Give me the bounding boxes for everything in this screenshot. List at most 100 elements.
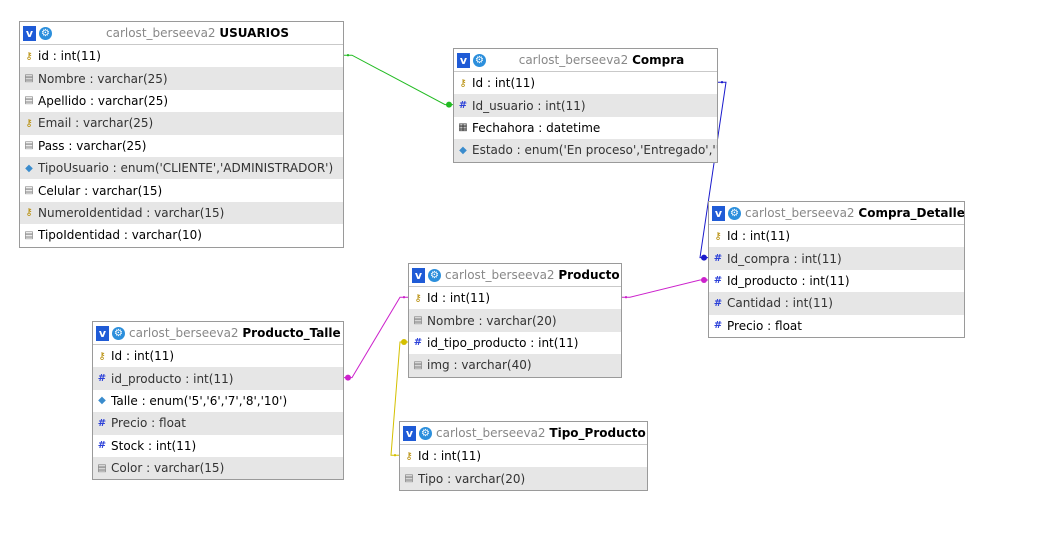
column-row[interactable]: ▤Apellido : varchar(25) (20, 90, 343, 112)
column-row[interactable]: #Id_compra : int(11) (709, 247, 964, 270)
column-row[interactable]: ⚷Id : int(11) (454, 72, 717, 94)
relation-target-marker (347, 54, 349, 57)
table-title: carlost_berseeva2 Producto (441, 268, 621, 282)
column-row[interactable]: ▤Tipo : varchar(20) (400, 467, 647, 490)
gear-icon[interactable]: ⚙ (419, 426, 432, 440)
table-name: Producto (558, 268, 620, 282)
text-field-icon: ▤ (97, 462, 107, 474)
database-name: carlost_berseeva2 (129, 326, 239, 340)
table-header[interactable]: v⚙carlost_berseeva2 Tipo_Producto (400, 422, 647, 445)
column-label: Nombre : varchar(20) (427, 313, 557, 328)
table-header[interactable]: v⚙ carlost_berseeva2 Compra_Detalle (709, 202, 964, 225)
column-row[interactable]: ▤Celular : varchar(15) (20, 179, 343, 201)
column-label: Email : varchar(25) (38, 116, 154, 131)
column-label: Cantidad : int(11) (727, 296, 833, 311)
version-badge-icon[interactable]: v (412, 267, 425, 283)
relation-endpoint-dot (701, 254, 707, 261)
column-row[interactable]: # Stock : int(11) (93, 435, 343, 457)
table-header[interactable]: v⚙carlost_berseeva2 Compra (454, 49, 717, 72)
version-badge-icon[interactable]: v (403, 425, 416, 441)
key-icon: ⚷ (25, 50, 33, 62)
column-row[interactable]: ◆TipoUsuario : enum('CLIENTE','ADMINISTR… (20, 156, 343, 180)
table-usuarios[interactable]: v⚙carlost_berseeva2 USUARIOS⚷id : int(11… (19, 21, 344, 248)
column-row[interactable]: ⚷NumeroIdentidad : varchar(15) (20, 201, 343, 225)
relation-endpoint-dot (401, 339, 407, 345)
column-label: Pass : varchar(25) (38, 138, 147, 153)
database-name: carlost_berseeva2 (745, 206, 855, 220)
column-row[interactable]: ◆Estado : enum('En proceso','Entregado',… (454, 139, 717, 162)
key-icon: ⚷ (98, 350, 106, 362)
number-field-icon: # (97, 417, 107, 429)
table-name: Compra_Detalle (858, 206, 964, 220)
column-row[interactable]: ⚷Id : int(11) (409, 287, 621, 309)
table-header[interactable]: v⚙carlost_berseeva2 Producto (409, 264, 621, 287)
column-row[interactable]: #Cantidad : int(11) (709, 292, 964, 315)
column-label: Stock : int(11) (111, 438, 197, 453)
column-label: img : varchar(40) (427, 358, 532, 373)
column-label: Id : int(11) (111, 349, 175, 364)
version-badge-icon[interactable]: v (23, 25, 36, 41)
column-row[interactable]: #id_producto : int(11) (93, 367, 343, 390)
column-label: Apellido : varchar(25) (38, 93, 169, 108)
column-label: TipoIdentidad : varchar(10) (38, 228, 202, 243)
relation-target-marker (721, 81, 723, 84)
relation-target-marker (394, 454, 396, 457)
gear-icon[interactable]: ⚙ (39, 26, 52, 40)
column-row[interactable]: ⚷Email : varchar(25) (20, 112, 343, 135)
gear-icon[interactable]: ⚙ (473, 53, 486, 67)
column-row[interactable]: ⚷ Id : int(11) (400, 445, 647, 467)
table-title: carlost_berseeva2 Producto_Talle (125, 326, 343, 340)
column-row[interactable]: ▤ img : varchar(40) (409, 354, 621, 377)
number-field-icon: # (413, 337, 423, 349)
column-row[interactable]: #Precio : float (709, 315, 964, 337)
version-badge-icon[interactable]: v (712, 205, 725, 221)
column-label: Fechahora : datetime (472, 120, 601, 135)
enum-icon: ◆ (25, 162, 33, 174)
database-name: carlost_berseeva2 (106, 26, 216, 40)
column-row[interactable]: ⚷id : int(11) (20, 45, 343, 67)
column-row[interactable]: #Id_producto : int(11) (709, 270, 964, 292)
column-label: Id_compra : int(11) (727, 251, 842, 266)
key-icon: ⚷ (25, 207, 33, 219)
text-field-icon: ▤ (24, 73, 34, 85)
text-field-icon: ▤ (24, 140, 34, 152)
column-row[interactable]: #id_tipo_producto : int(11) (409, 332, 621, 354)
column-row[interactable]: ◆Talle : enum('5','6','7','8','10') (93, 390, 343, 412)
column-row[interactable]: ▤Nombre : varchar(20) (409, 309, 621, 332)
version-badge-icon[interactable]: v (96, 325, 109, 341)
relation-line (622, 279, 708, 298)
version-badge-icon[interactable]: v (457, 52, 470, 68)
number-field-icon: # (97, 440, 107, 452)
gear-icon[interactable]: ⚙ (428, 268, 441, 282)
key-icon: ⚷ (459, 77, 467, 89)
column-row[interactable]: ▤Nombre : varchar(25) (20, 67, 343, 90)
column-row[interactable]: ⚷ Id : int(11) (93, 345, 343, 367)
key-icon: ⚷ (414, 292, 422, 304)
column-row[interactable]: ⚷Id : int(11) (709, 225, 964, 247)
column-label: Precio : float (727, 318, 802, 333)
key-icon: ⚷ (405, 450, 413, 462)
column-row[interactable]: ▦Fechahora : datetime (454, 117, 717, 139)
relation-endpoint-dot (446, 101, 452, 108)
column-row[interactable]: #Precio : float (93, 412, 343, 435)
text-field-icon: ▤ (404, 473, 414, 485)
table-header[interactable]: v⚙carlost_berseeva2 Producto_Talle (93, 322, 343, 345)
column-label: Celular : varchar(15) (38, 183, 163, 198)
table-tipo-producto[interactable]: v⚙carlost_berseeva2 Tipo_Producto ⚷ Id : i… (399, 421, 648, 491)
column-row[interactable]: #Id_usuario : int(11) (454, 94, 717, 117)
column-row[interactable]: ▤Color : varchar(15) (93, 456, 343, 480)
column-row[interactable]: ▤TipoIdentidad : varchar(10) (20, 224, 343, 246)
gear-icon[interactable]: ⚙ (728, 206, 741, 220)
text-field-icon: ▤ (413, 359, 423, 371)
column-label: Id_usuario : int(11) (472, 98, 586, 113)
table-producto[interactable]: v⚙carlost_berseeva2 Producto⚷Id : int(11… (408, 263, 622, 378)
table-header[interactable]: v⚙carlost_berseeva2 USUARIOS (20, 22, 343, 45)
relation-endpoint-dot (701, 277, 707, 283)
column-row[interactable]: ▤ Pass : varchar(25) (20, 135, 343, 157)
table-title: carlost_berseeva2 Compra (486, 53, 717, 67)
table-compra[interactable]: v⚙carlost_berseeva2 Compra⚷Id : int(11)#… (453, 48, 718, 163)
column-label: Id : int(11) (418, 449, 482, 464)
table-compra-detalle[interactable]: v⚙ carlost_berseeva2 Compra_Detalle ⚷Id : … (708, 201, 965, 338)
gear-icon[interactable]: ⚙ (112, 326, 125, 340)
table-producto-talle[interactable]: v⚙carlost_berseeva2 Producto_Talle ⚷ Id : … (92, 321, 344, 481)
